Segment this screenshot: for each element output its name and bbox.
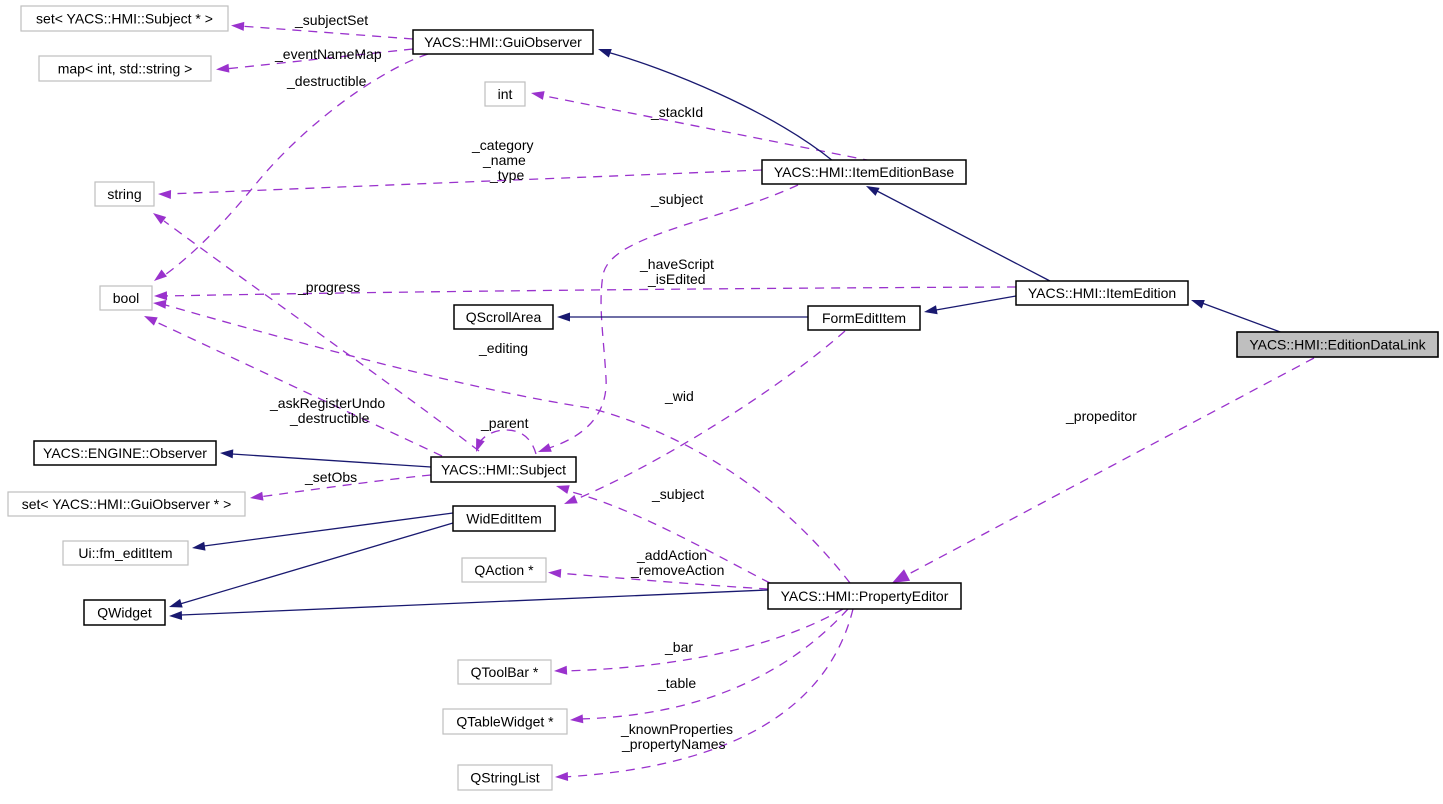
svg-text:_addAction: _addAction <box>636 547 707 563</box>
svg-text:_subjectSet: _subjectSet <box>294 12 368 28</box>
svg-text:map< int, std::string >: map< int, std::string > <box>58 61 193 77</box>
svg-text:_wid: _wid <box>664 388 694 404</box>
svg-text:_subject: _subject <box>650 191 703 207</box>
svg-text:WidEditItem: WidEditItem <box>466 511 541 527</box>
svg-text:YACS::HMI::ItemEditionBase: YACS::HMI::ItemEditionBase <box>774 164 954 180</box>
svg-text:set< YACS::HMI::GuiObserver *: set< YACS::HMI::GuiObserver * > <box>22 496 232 512</box>
svg-text:_removeAction: _removeAction <box>630 562 724 578</box>
svg-text:YACS::HMI::ItemEdition: YACS::HMI::ItemEdition <box>1028 285 1176 301</box>
svg-text:QToolBar *: QToolBar * <box>471 664 539 680</box>
svg-text:_setObs: _setObs <box>304 469 357 485</box>
svg-text:YACS::HMI::EditionDataLink: YACS::HMI::EditionDataLink <box>1249 337 1426 353</box>
svg-text:string: string <box>107 186 141 202</box>
svg-text:_subject: _subject <box>651 486 704 502</box>
svg-text:QStringList: QStringList <box>470 770 539 786</box>
svg-text:bool: bool <box>113 290 139 306</box>
svg-text:_askRegisterUndo: _askRegisterUndo <box>269 395 385 411</box>
svg-text:FormEditItem: FormEditItem <box>822 310 906 326</box>
svg-text:_knownProperties: _knownProperties <box>620 721 733 737</box>
svg-text:_stackId: _stackId <box>650 104 703 120</box>
svg-text:_destructible: _destructible <box>289 410 370 426</box>
svg-text:set< YACS::HMI::Subject * >: set< YACS::HMI::Subject * > <box>36 11 213 27</box>
svg-text:_propeditor: _propeditor <box>1065 408 1137 424</box>
svg-text:_eventNameMap: _eventNameMap <box>274 46 382 62</box>
svg-text:int: int <box>498 86 513 102</box>
svg-text:_type: _type <box>489 167 524 183</box>
svg-text:YACS::ENGINE::Observer: YACS::ENGINE::Observer <box>43 445 207 461</box>
svg-text:QWidget: QWidget <box>97 605 152 621</box>
svg-text:_haveScript: _haveScript <box>639 256 714 272</box>
svg-text:_name: _name <box>482 152 526 168</box>
svg-text:QAction *: QAction * <box>474 562 534 578</box>
svg-text:_bar: _bar <box>664 639 693 655</box>
svg-text:Ui::fm_editItem: Ui::fm_editItem <box>78 545 172 561</box>
svg-text:_parent: _parent <box>480 415 529 431</box>
svg-text:YACS::HMI::PropertyEditor: YACS::HMI::PropertyEditor <box>781 588 949 604</box>
svg-text:_table: _table <box>657 675 696 691</box>
svg-text:_propertyNames: _propertyNames <box>621 736 726 752</box>
svg-text:_category: _category <box>471 137 533 153</box>
svg-text:_destructible: _destructible <box>286 73 367 89</box>
svg-text:YACS::HMI::Subject: YACS::HMI::Subject <box>441 462 566 478</box>
svg-text:_progress: _progress <box>297 279 360 295</box>
svg-text:_editing: _editing <box>478 340 528 356</box>
svg-text:YACS::HMI::GuiObserver: YACS::HMI::GuiObserver <box>424 34 582 50</box>
svg-text:QTableWidget *: QTableWidget * <box>456 714 554 730</box>
svg-text:QScrollArea: QScrollArea <box>466 309 542 325</box>
svg-text:_isEdited: _isEdited <box>647 271 706 287</box>
